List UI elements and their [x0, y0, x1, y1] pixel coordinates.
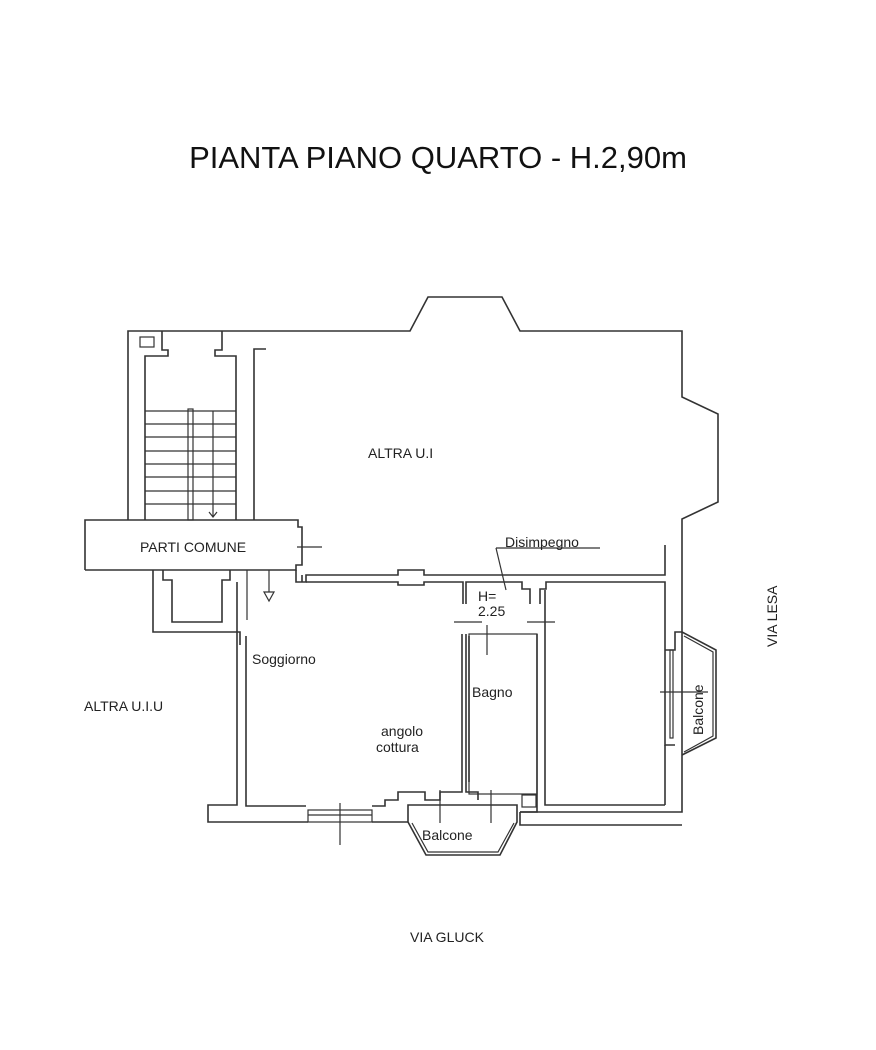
street-label-east: VIA LESA: [764, 585, 780, 647]
room-label-bagno: Bagno: [472, 684, 513, 700]
room-label-cottura: cottura: [376, 739, 419, 755]
height-label-line2: 2.25: [478, 603, 505, 619]
height-label-line1: H=: [478, 588, 496, 604]
room-label-balcone-east: Balcone: [690, 684, 706, 735]
street-label-south: VIA GLUCK: [410, 929, 485, 945]
room-label-altra-uiu: ALTRA U.I.U: [84, 698, 163, 714]
room-label-balcone-south: Balcone: [422, 827, 473, 843]
room-label-angolo: angolo: [381, 723, 423, 739]
staircase: [145, 408, 236, 521]
room-label-soggiorno: Soggiorno: [252, 651, 316, 667]
room-label-disimpegno: Disimpegno: [505, 534, 579, 550]
outer-walls: [84, 296, 719, 826]
room-label-altra-ui: ALTRA U.I: [368, 445, 433, 461]
room-label-parti-comune: PARTI COMUNE: [140, 539, 246, 555]
apartment-walls: [207, 582, 717, 856]
plan-title: PIANTA PIANO QUARTO - H.2,90m: [189, 140, 687, 175]
